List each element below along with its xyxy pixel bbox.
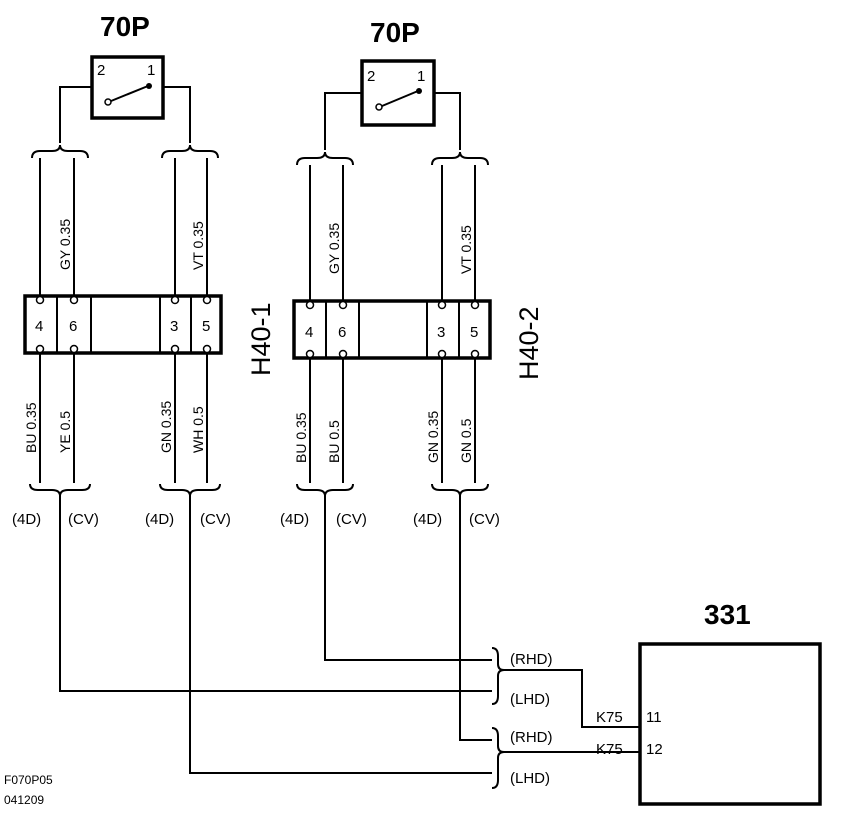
variant-label: (4D) — [280, 511, 309, 528]
variant-label: (CV) — [469, 511, 500, 528]
connector-label: H40-2 — [514, 306, 544, 380]
switch-pin-right: 1 — [417, 68, 425, 85]
route-label-lhd: (LHD) — [510, 691, 550, 708]
pin-number: 6 — [338, 324, 346, 341]
connector-h40-1: GY 0.35 VT 0.35 4 6 3 5 H40-1 BU 0.35 YE… — [12, 144, 276, 528]
switch-pin-right: 1 — [147, 62, 155, 79]
route-label-lhd: (LHD) — [510, 770, 550, 787]
module-pin-number: 11 — [646, 709, 662, 726]
pin-number: 3 — [437, 324, 445, 341]
variant-label: (CV) — [336, 511, 367, 528]
variant-label: (4D) — [145, 511, 174, 528]
bottom-wire-label: GN 0.35 — [158, 401, 174, 453]
switch-label: 70P — [100, 11, 150, 42]
variant-label: (CV) — [68, 511, 99, 528]
routed-wires: (RHD) (LHD) (RHD) (LHD) — [59, 496, 640, 789]
connector-h40-2: GY 0.35 VT 0.35 4 6 3 5 H40-2 BU 0.35 BU… — [280, 151, 544, 528]
top-wire-label-gy: GY 0.35 — [326, 223, 342, 274]
switch-70p-left: 70P 2 1 — [59, 11, 191, 143]
pin-number: 5 — [470, 324, 478, 341]
module-pin-name: K75 — [596, 741, 623, 758]
switch-pin-left: 2 — [97, 62, 105, 79]
pin-number: 4 — [305, 324, 313, 341]
bottom-wire-label: YE 0.5 — [57, 411, 73, 453]
module-label: 331 — [704, 599, 751, 630]
figure-code: F070P05 041209 — [4, 773, 53, 807]
variant-label: (CV) — [200, 511, 231, 528]
bottom-wire-label: WH 0.5 — [190, 406, 206, 453]
bottom-wire-label: BU 0.35 — [23, 402, 39, 453]
top-wire-label-gy: GY 0.35 — [57, 219, 73, 270]
bottom-wire-label: BU 0.5 — [326, 420, 342, 463]
module-pin-name: K75 — [596, 709, 623, 726]
route-label-rhd: (RHD) — [510, 729, 553, 746]
pin-number: 3 — [170, 318, 178, 335]
bottom-wire-label: GN 0.35 — [425, 411, 441, 463]
figure-date: 041209 — [4, 793, 44, 807]
top-wire-label-vt: VT 0.35 — [458, 225, 474, 274]
variant-label: (4D) — [12, 511, 41, 528]
pin-number: 5 — [202, 318, 210, 335]
pin-number: 4 — [35, 318, 43, 335]
module-pin-number: 12 — [646, 741, 663, 758]
connector-label: H40-1 — [246, 302, 276, 376]
bottom-wire-label: BU 0.35 — [293, 412, 309, 463]
bottom-wire-label: GN 0.5 — [458, 418, 474, 463]
switch-70p-right: 70P 2 1 — [324, 17, 461, 150]
switch-pin-left: 2 — [367, 68, 375, 85]
top-wire-label-vt: VT 0.35 — [190, 221, 206, 270]
route-label-rhd: (RHD) — [510, 651, 553, 668]
variant-label: (4D) — [413, 511, 442, 528]
switch-label: 70P — [370, 17, 420, 48]
module-331: 331 K75 11 K75 12 — [596, 599, 822, 806]
figure-id: F070P05 — [4, 773, 53, 787]
pin-number: 6 — [69, 318, 77, 335]
